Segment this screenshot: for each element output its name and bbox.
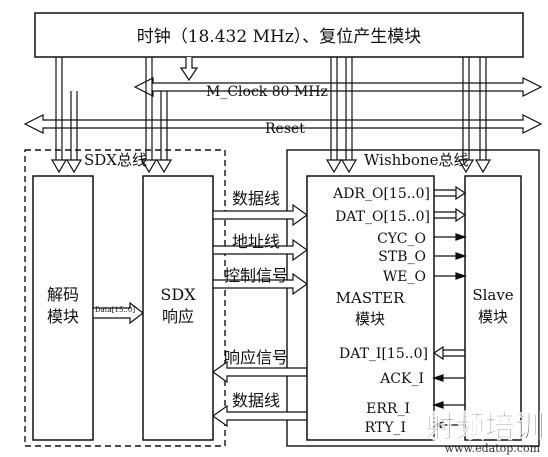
clock-reset-generator-label: 时钟（18.432 MHz）、复位产生模块	[137, 27, 422, 47]
master-port-dat-i: DAT_I[15..0]	[339, 346, 428, 362]
master-label-line1: MASTER	[336, 289, 405, 307]
master-label-line2: 模块	[355, 310, 385, 328]
clock-feed-lines	[50, 57, 492, 174]
decoder-data-link	[92, 301, 144, 325]
master-port-rty-i: RTY_I	[365, 420, 406, 436]
data-in-label: 数据线	[232, 391, 280, 410]
sdx-bus-region	[24, 149, 226, 447]
master-block: ADR_O[15..0] DAT_O[15..0] CYC_O STB_O WE…	[306, 175, 435, 441]
watermark-brand: 射频培训	[425, 410, 545, 445]
sdx-response-block: SDX 响应	[142, 175, 214, 441]
data-in-bus	[211, 404, 308, 428]
site-watermark: 射频培训 www.edatop.com	[425, 410, 546, 455]
master-port-err-i: ERR_I	[366, 401, 410, 417]
decoder-label-line2: 模块	[47, 307, 79, 326]
master-port-ack-i: ACK_I	[379, 371, 424, 387]
wishbone-bus-region	[286, 149, 540, 447]
address-label: 地址线	[232, 232, 280, 251]
clock-bus-label: M_Clock 80 MHz	[206, 84, 328, 100]
data-out-label: 数据线	[232, 189, 280, 208]
clock-reset-generator: 时钟（18.432 MHz）、复位产生模块	[34, 12, 524, 58]
reset-bus	[23, 114, 543, 134]
slave-block: Slave 模块	[464, 175, 522, 441]
sdx-response-label-line1: SDX	[160, 285, 196, 304]
decoder-label-line1: 解码	[47, 285, 79, 304]
sdx-response-label-line2: 响应	[162, 307, 194, 326]
master-slave-output-arrows	[434, 185, 467, 280]
slave-label-line2: 模块	[478, 308, 508, 326]
decoder-block: 解码 模块	[32, 175, 94, 441]
master-port-we-o: WE_O	[383, 269, 426, 285]
watermark-url: www.edatop.com	[445, 442, 541, 455]
sdx-bus-region-label: SDX总线	[84, 151, 147, 169]
reset-bus-label: Reset	[265, 121, 305, 137]
master-port-dat-o: DAT_O[15..0]	[335, 209, 430, 225]
master-port-stb-o: STB_O	[378, 249, 426, 265]
wishbone-bus-region-label: Wishbone总线	[364, 151, 468, 169]
control-label: 控制信号	[224, 266, 288, 285]
clock-bus	[133, 77, 543, 97]
response-label: 响应信号	[224, 348, 288, 367]
slave-master-input-arrows	[432, 345, 465, 429]
control-bus	[212, 272, 309, 296]
data-out-bus	[212, 203, 309, 227]
slave-label-line1: Slave	[472, 286, 513, 304]
address-bus	[212, 238, 309, 262]
master-port-cyc-o: CYC_O	[377, 231, 426, 247]
sdx-master-buses	[211, 203, 309, 428]
master-port-adr-o: ADR_O[15..0]	[332, 186, 430, 202]
decoder-data-link-label: Data[15..0]	[95, 306, 135, 314]
response-bus	[211, 360, 308, 384]
